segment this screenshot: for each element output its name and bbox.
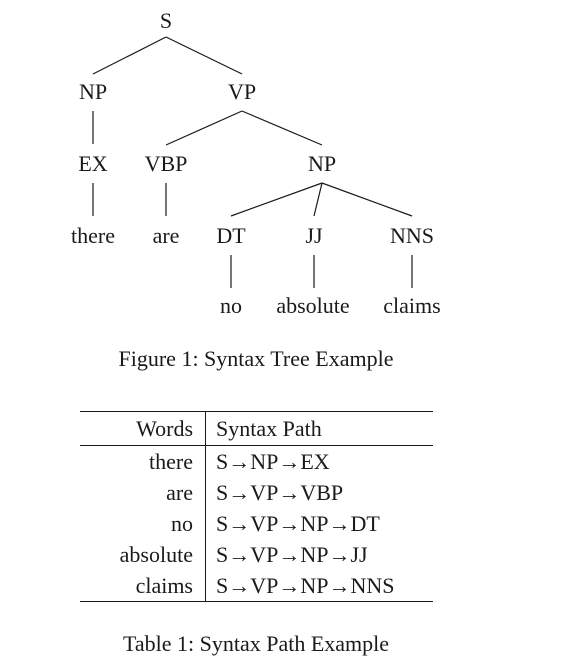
table-row: are S→VP→VBP [80, 477, 433, 508]
table-header-row: Words Syntax Path [80, 411, 433, 446]
cell-path: S→VP→NP→DT [216, 511, 380, 536]
leaf-there: there [71, 223, 115, 248]
header-syntax-path: Syntax Path [216, 416, 322, 441]
cell-word: no [80, 508, 206, 539]
cell-word: are [80, 477, 206, 508]
leaf-are: are [153, 223, 180, 248]
table-row: claims S→VP→NP→NNS [80, 570, 433, 602]
leaf-absolute: absolute [276, 293, 349, 318]
cell-word: claims [80, 570, 206, 602]
table-caption: Table 1: Syntax Path Example [122, 631, 390, 656]
header-words: Words [80, 411, 206, 446]
node-vbp: VBP [145, 151, 188, 176]
syntax-tree: S NP VP EX VBP NP there are DT JJ NNS no… [71, 8, 441, 318]
node-np: NP [79, 79, 107, 104]
cell-path: S→VP→NP→NNS [216, 573, 395, 598]
cell-path: S→VP→NP→JJ [216, 542, 368, 567]
node-dt: DT [216, 223, 246, 248]
leaf-no: no [220, 293, 242, 318]
node-np-object: NP [308, 151, 336, 176]
edge-vp-vbp [165, 110, 243, 146]
cell-word: absolute [80, 539, 206, 570]
table-row: there S→NP→EX [80, 445, 433, 477]
table-row: absolute S→VP→NP→JJ [80, 539, 433, 570]
node-s: S [160, 8, 172, 33]
figure-caption: Figure 1: Syntax Tree Example [118, 346, 394, 371]
edge-np-nns [321, 182, 413, 217]
table-row: no S→VP→NP→DT [80, 508, 433, 539]
edge-np-jj [313, 182, 323, 217]
cell-word: there [80, 445, 206, 477]
node-nns: NNS [390, 223, 434, 248]
cell-path: S→NP→EX [216, 449, 330, 474]
node-vp: VP [228, 79, 256, 104]
node-ex: EX [78, 151, 107, 176]
edge-s-np [92, 36, 167, 75]
cell-path: S→VP→VBP [216, 480, 344, 505]
leaf-claims: claims [383, 293, 440, 318]
syntax-path-table: Words Syntax Path there S→NP→EX are S→VP… [80, 411, 433, 602]
node-jj: JJ [305, 223, 323, 248]
edge-np-dt [230, 182, 323, 217]
edge-s-vp [165, 36, 243, 75]
edge-vp-np [241, 110, 323, 146]
